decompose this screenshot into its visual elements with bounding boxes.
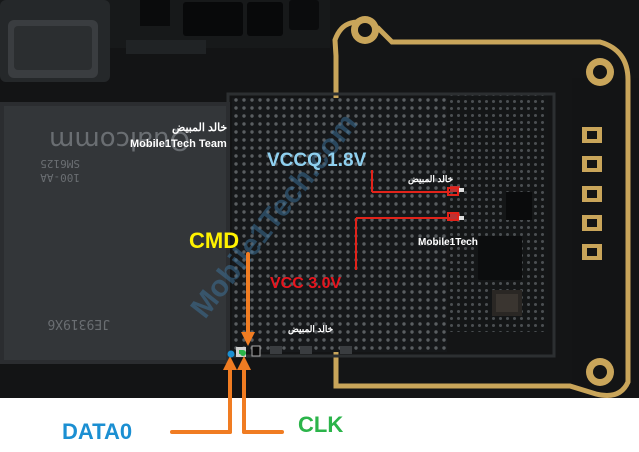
chip-brand-text: Qualcomm: [49, 125, 190, 155]
team-caption: Mobile1Tech Team: [130, 138, 227, 150]
clk-arrow: [242, 364, 284, 434]
cmd-label: CMD: [189, 228, 240, 253]
vcc-label: VCC 3.0V: [270, 275, 342, 292]
author-caption-top: خالد المبيض: [172, 122, 228, 134]
gold-pad-holes: [358, 23, 607, 379]
data0-arrow: [170, 364, 232, 434]
vcc-leader-line: [355, 217, 450, 270]
chip-suffix-text: 100-AA: [40, 171, 80, 184]
vccq-leader-line: [371, 170, 450, 193]
data0-label: DATA0: [62, 419, 133, 444]
chip-model-text: SM6125: [40, 157, 80, 170]
vcc-test-point: [447, 212, 459, 221]
clk-label: CLK: [298, 412, 344, 437]
bga-pad-field: [232, 98, 447, 352]
vccq-test-point: [447, 187, 459, 196]
author-caption-bottom: خالد المبيض: [288, 324, 334, 334]
top-components: [0, 0, 319, 82]
vccq-label: VCCQ 1.8V: [267, 150, 367, 171]
cmd-arrow-head: [241, 332, 255, 346]
qualcomm-chip: Qualcomm SM6125 100-AA JE9319X6: [0, 102, 230, 364]
clk-arrow-head: [237, 356, 251, 370]
clk-test-point: [240, 350, 246, 356]
data0-test-point: [227, 350, 235, 358]
author-caption-mid: خالد المبيض: [408, 174, 454, 184]
chip-marking-text: JE9319X6: [47, 316, 110, 331]
smd-components: [236, 186, 532, 357]
site-caption-right: Mobile1Tech: [418, 237, 478, 248]
data0-arrow-head: [223, 356, 237, 370]
